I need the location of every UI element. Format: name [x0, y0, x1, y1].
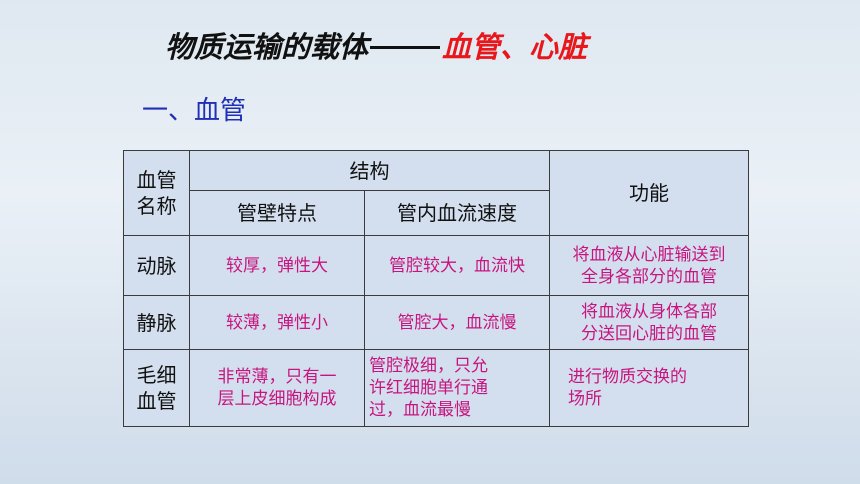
section-heading: 一、血管: [142, 96, 247, 126]
vein-function-line1: 将血液从身体各部: [581, 301, 717, 322]
header-speed: 管内血流速度: [364, 190, 550, 236]
capillary-speed-line3: 过，血流最慢: [369, 400, 471, 420]
row-name-capillary-line2: 血管: [136, 389, 177, 413]
header-vessel-name: 血管 名称: [123, 150, 190, 236]
capillary-wall-line1: 非常薄，只有一: [217, 367, 337, 387]
table-row-vein: 静脉 较薄，弹性小 管腔大，血流慢 将血液从身体各部 分送回心脏的血管: [123, 295, 749, 350]
vein-speed: 管腔大，血流慢: [364, 295, 550, 350]
title-highlight-text: 血管、心脏: [442, 30, 588, 64]
header-vessel-line1: 血管: [136, 168, 177, 192]
capillary-speed: 管腔极细，只允 许红细胞单行通 过，血流最慢: [364, 349, 550, 427]
artery-speed: 管腔较大，血流快: [364, 235, 550, 296]
vein-wall: 较薄，弹性小: [189, 295, 365, 350]
row-name-capillary-line1: 毛细: [136, 363, 177, 387]
title-dash: [370, 45, 441, 49]
row-name-capillary: 毛细 血管: [123, 349, 190, 427]
capillary-function: 进行物质交换的 场所: [549, 349, 749, 427]
capillary-wall: 非常薄，只有一 层上皮细胞构成: [189, 349, 365, 427]
table-row-capillary: 毛细 血管 非常薄，只有一 层上皮细胞构成 管腔极细，只允 许红细胞单行通 过，…: [123, 349, 749, 427]
table-row-artery: 动脉 较厚，弹性大 管腔较大，血流快 将血液从心脏输送到 全身各部分的血管: [123, 235, 749, 296]
capillary-function-line2: 场所: [568, 389, 602, 409]
header-vessel-line2: 名称: [136, 194, 177, 218]
header-function: 功能: [549, 150, 749, 236]
row-name-artery-text: 动脉: [136, 253, 177, 278]
artery-function-line1: 将血液从心脏输送到: [572, 244, 726, 265]
vein-function-line2: 分送回心脏的血管: [581, 323, 717, 344]
capillary-speed-line1: 管腔极细，只允: [369, 356, 488, 376]
vein-function: 将血液从身体各部 分送回心脏的血管: [549, 295, 749, 350]
header-structure: 结构: [189, 150, 550, 191]
artery-function-line2: 全身各部分的血管: [581, 266, 717, 287]
capillary-speed-line2: 许红细胞单行通: [369, 378, 488, 398]
blood-vessel-table: 血管 名称 结构 功能 管壁特点 管内血流速度 动脉 较厚，弹性大 管腔较大，血…: [123, 150, 749, 427]
artery-wall: 较厚，弹性大: [189, 235, 365, 296]
capillary-wall-line2: 层上皮细胞构成: [217, 389, 337, 409]
row-name-vein: 静脉: [123, 295, 190, 350]
row-name-artery: 动脉: [123, 235, 190, 296]
capillary-function-line1: 进行物质交换的: [568, 367, 687, 387]
row-name-vein-text: 静脉: [136, 310, 177, 335]
artery-function: 将血液从心脏输送到 全身各部分的血管: [549, 235, 749, 296]
title-main-text: 物质运输的载体: [165, 30, 369, 64]
slide-title: 物质运输的载体 血管、心脏: [165, 20, 587, 70]
header-wall: 管壁特点: [189, 190, 365, 236]
